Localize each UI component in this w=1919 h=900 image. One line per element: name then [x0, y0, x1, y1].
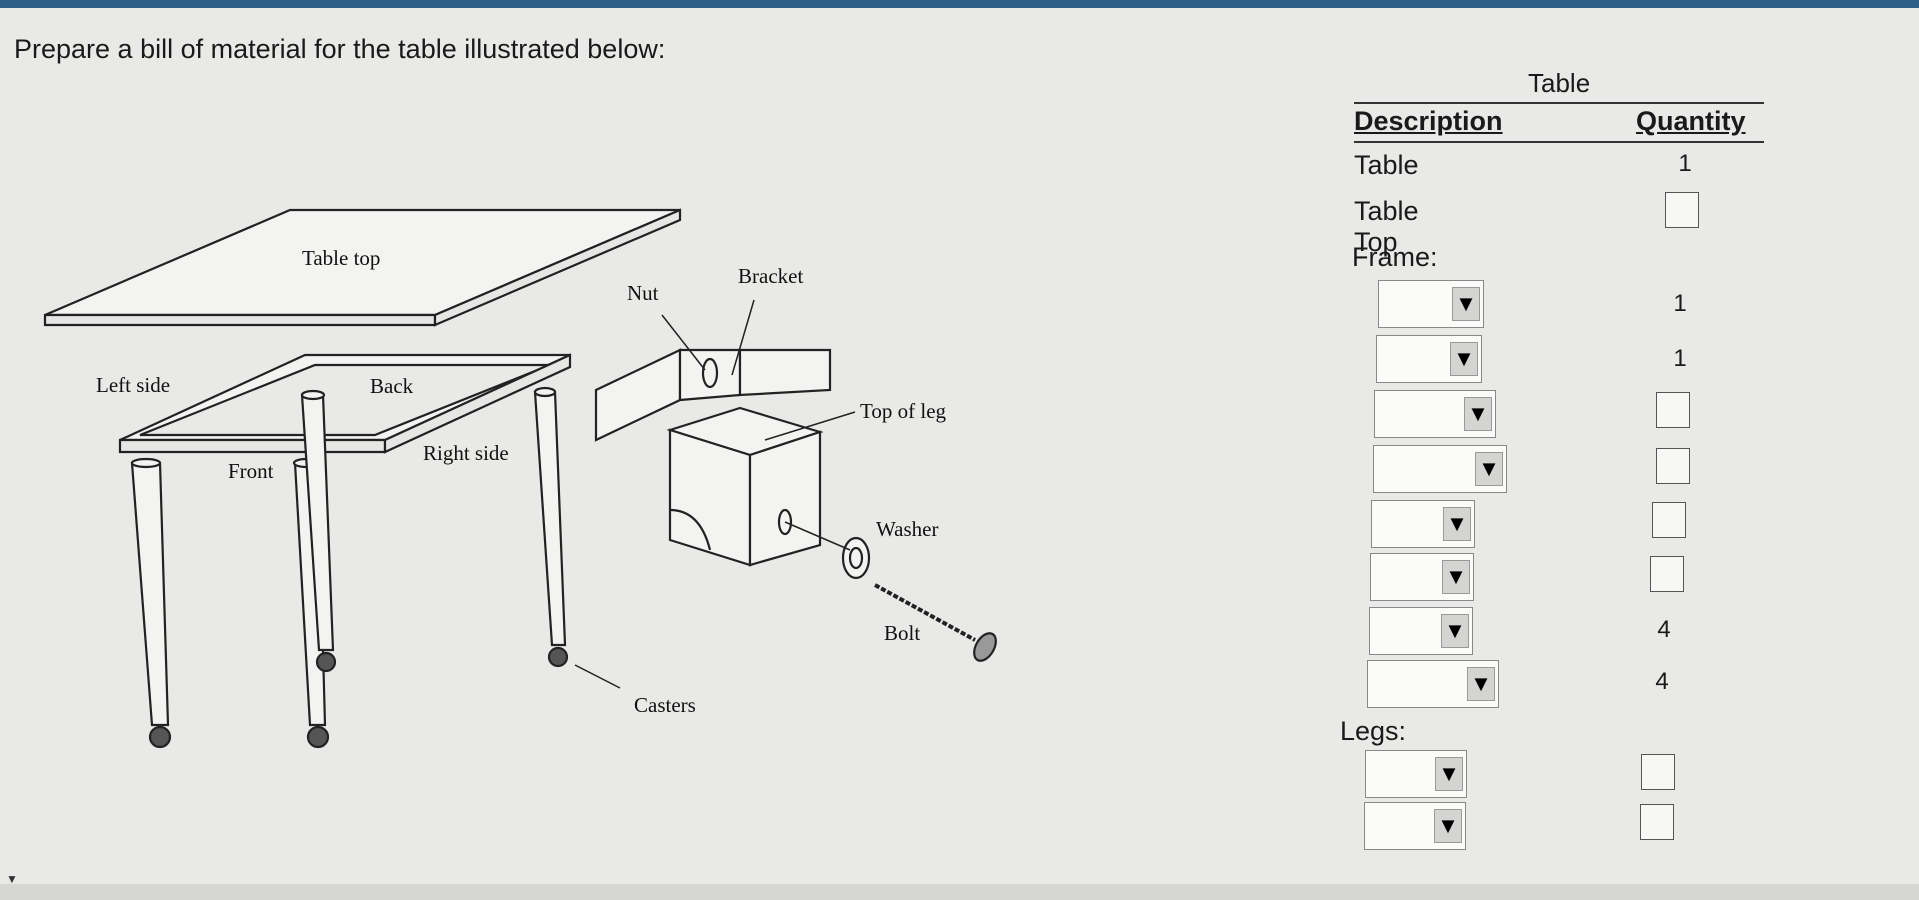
label-right-side: Right side	[423, 441, 509, 465]
frame-part-quantity-input[interactable]	[1652, 502, 1686, 538]
label-table-top: Table top	[302, 246, 380, 270]
triangle-down-icon[interactable]: ▼	[1450, 342, 1478, 376]
bom-title: Table	[1528, 68, 1591, 98]
frame-part-quantity: 4	[1655, 668, 1669, 695]
frame-part-quantity: 1	[1673, 345, 1687, 372]
top-of-leg-drawing	[666, 406, 824, 567]
label-bracket: Bracket	[738, 264, 803, 288]
table-top-quantity-input[interactable]	[1665, 192, 1699, 228]
leader-lines	[574, 299, 856, 689]
frame-drawing	[118, 353, 572, 454]
legs-part-quantity-input[interactable]	[1640, 804, 1674, 840]
washer-drawing	[841, 536, 871, 580]
triangle-down-icon[interactable]: ▼	[1467, 667, 1495, 701]
bottom-strip	[0, 884, 1919, 900]
frame-part-quantity: 1	[1673, 290, 1687, 317]
frame-part-quantity-input[interactable]	[1656, 392, 1690, 428]
header-divider	[1354, 141, 1764, 143]
legs-label: Legs:	[1340, 716, 1407, 746]
frame-part-quantity-input[interactable]	[1656, 448, 1690, 484]
header-description: Description	[1354, 106, 1503, 136]
frame-label: Frame:	[1352, 242, 1438, 272]
frame-part-quantity-input[interactable]	[1650, 556, 1684, 592]
label-top-of-leg: Top of leg	[860, 399, 947, 423]
triangle-down-icon[interactable]: ▼	[1434, 809, 1462, 843]
frame-part-select[interactable]: ▼	[1370, 553, 1474, 601]
triangle-down-icon[interactable]: ▼	[1464, 397, 1492, 431]
frame-part-select[interactable]: ▼	[1376, 335, 1482, 383]
bolt-drawing	[874, 583, 997, 662]
legs-part-select[interactable]: ▼	[1365, 750, 1467, 798]
triangle-down-icon[interactable]: ▼	[1442, 560, 1470, 594]
triangle-down-icon[interactable]: ▼	[1443, 507, 1471, 541]
casters-drawing	[148, 646, 569, 749]
legs-part-quantity-input[interactable]	[1641, 754, 1675, 790]
bracket-drawing	[594, 348, 832, 442]
table-top-drawing	[43, 208, 682, 327]
row-table-top-description: Table Top	[1354, 196, 1419, 257]
label-casters: Casters	[634, 693, 696, 717]
frame-part-select[interactable]: ▼	[1369, 607, 1473, 655]
triangle-down-icon[interactable]: ▼	[1452, 287, 1480, 321]
triangle-down-icon[interactable]: ▼	[1435, 757, 1463, 791]
label-bolt: Bolt	[884, 621, 920, 645]
scroll-down-icon[interactable]: ▼	[6, 872, 18, 886]
triangle-down-icon[interactable]: ▼	[1441, 614, 1469, 648]
header-quantity: Quantity	[1636, 106, 1746, 136]
frame-part-select[interactable]: ▼	[1367, 660, 1499, 708]
label-washer: Washer	[876, 517, 938, 541]
label-back: Back	[370, 374, 414, 398]
label-nut: Nut	[627, 281, 659, 305]
table-assembly-diagram: Table top Left side Back Front Right sid…	[43, 208, 997, 749]
label-front: Front	[228, 459, 274, 483]
label-left-side: Left side	[96, 373, 170, 397]
triangle-down-icon[interactable]: ▼	[1475, 452, 1503, 486]
frame-part-select[interactable]: ▼	[1374, 390, 1496, 438]
legs-part-select[interactable]: ▼	[1364, 802, 1466, 850]
window-top-bar	[0, 0, 1919, 8]
row-table-quantity: 1	[1678, 150, 1692, 177]
legs-drawing	[130, 386, 567, 727]
frame-part-quantity: 4	[1657, 616, 1671, 643]
title-divider	[1354, 102, 1764, 104]
row-table-description: Table	[1354, 150, 1419, 180]
frame-part-select[interactable]: ▼	[1373, 445, 1507, 493]
frame-part-select[interactable]: ▼	[1378, 280, 1484, 328]
question-prompt: Prepare a bill of material for the table…	[14, 34, 666, 64]
frame-part-select[interactable]: ▼	[1371, 500, 1475, 548]
